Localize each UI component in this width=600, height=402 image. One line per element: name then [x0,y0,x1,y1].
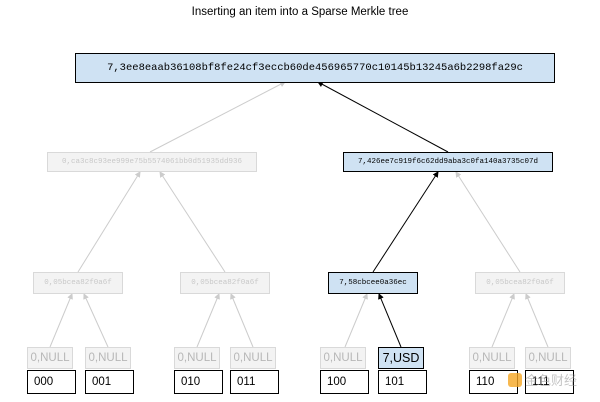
level2-node-1: 0,05bcea82f0a6f [180,272,270,294]
edge-l1left-root [149,81,286,153]
edge-v0-n0 [49,293,73,348]
leaf-key-000: 000 [27,370,76,394]
edge-v1-n1 [83,293,109,348]
leaf-key-101: 101 [378,370,427,394]
leaf-key-100: 100 [320,370,369,394]
leaf-value-110: 0,NULL [469,347,515,369]
level1-left-node: 0,ca3c8c93ee999e75b5574061bb0d51935dd936 [47,152,257,172]
edge-l2n3-l1right [455,171,521,273]
diagram-title: Inserting an item into a Sparse Merkle t… [191,6,409,18]
edge-v7-n3 [525,293,549,348]
watermark-text: 金色财经 [525,373,578,388]
level2-node-3: 0,05bcea82f0a6f [475,272,565,294]
leaf-key-010: 010 [174,370,223,394]
edge-l2n2-l1right [372,171,439,273]
level2-node-2: 7,58cbcee0a36ec [328,272,418,294]
leaf-value-011: 0,NULL [230,347,276,369]
golden-logo-icon [508,372,522,387]
edge-l1right-root [317,81,449,153]
leaf-value-010: 0,NULL [174,347,220,369]
leaf-value-001: 0,NULL [85,347,131,369]
edge-l2n0-l1left [77,171,141,273]
edge-v5-n2 [378,293,402,348]
leaf-value-000: 0,NULL [27,347,73,369]
edge-v6-n3 [491,293,515,348]
root-node: 7,3ee8eaab36108bf8fe24cf3eccb60de4569657… [75,53,555,83]
edge-v3-n1 [230,293,254,348]
leaf-value-111: 0,NULL [525,347,571,369]
edge-v4-n2 [344,293,368,348]
edge-v2-n1 [196,293,220,348]
leaf-value-101: 7,USD [378,347,424,369]
watermark: 金色财经 [508,370,577,389]
level2-node-0: 0,05bcea82f0a6f [33,272,123,294]
level1-right-node: 7,426ee7c919f6c62dd9aba3c0fa140a3735c07d [343,152,553,172]
leaf-key-001: 001 [85,370,134,394]
leaf-key-011: 011 [230,370,279,394]
leaf-value-100: 0,NULL [320,347,366,369]
leaf-key-111: 111 [525,370,574,394]
edge-l2n1-l1left [159,171,226,273]
